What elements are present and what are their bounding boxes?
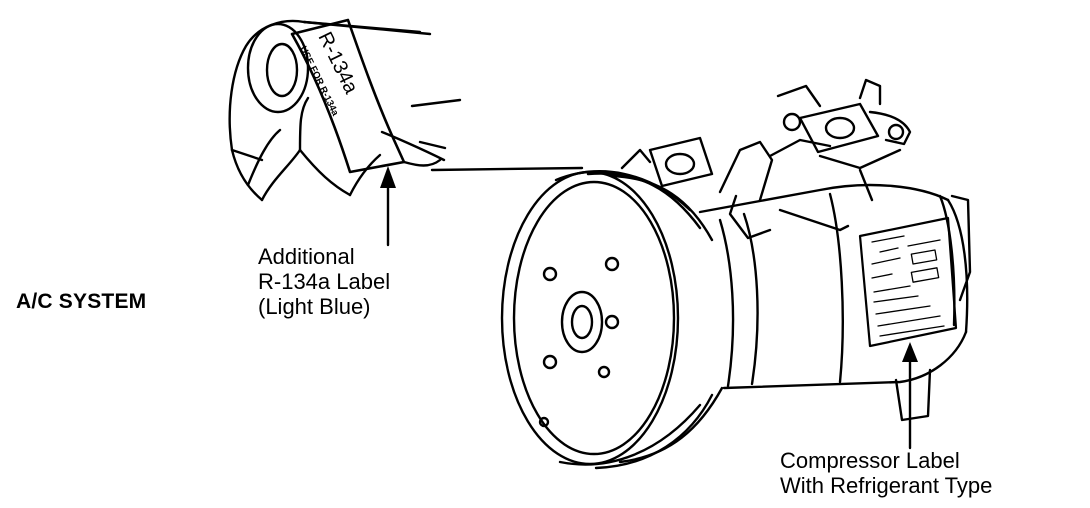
compressor-label-plate — [858, 216, 958, 348]
callout-line: With Refrigerant Type — [780, 473, 993, 499]
callout-line: R-134a Label — [258, 269, 391, 295]
callout-line: (Light Blue) — [258, 294, 371, 320]
callout-line: Compressor Label — [780, 448, 960, 473]
compressor-label-callout: Compressor Label With Refrigerant Type — [780, 448, 992, 498]
bracket-inset — [228, 18, 462, 202]
compressor-label-arrow — [902, 342, 918, 450]
compressor — [500, 78, 972, 470]
additional-label-callout: Additional R-134a Label (Light Blue) — [258, 244, 390, 319]
callout-line: Additional — [258, 244, 355, 269]
r134a-tag — [290, 18, 406, 174]
inset-leader-line — [430, 166, 584, 172]
tag-arrow — [380, 166, 396, 247]
section-title: A/C SYSTEM — [16, 290, 147, 313]
